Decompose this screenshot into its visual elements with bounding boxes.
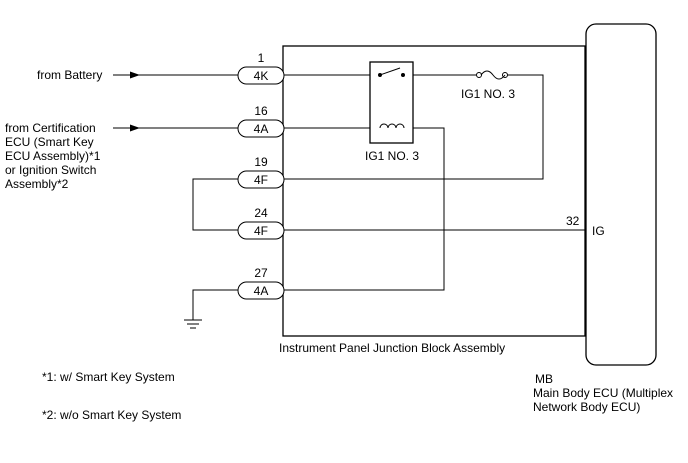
connector-label-4k: 4K (254, 69, 269, 83)
junction-block-box (282, 45, 586, 337)
relay-icon (369, 61, 414, 144)
jumper-wire-19-24 (192, 178, 238, 231)
ecu-pin-number: 32 (566, 214, 580, 228)
connector-oval-4f-24 (237, 221, 285, 240)
connector-label-4f-19: 4F (254, 173, 268, 187)
pin-number-1: 1 (258, 51, 265, 65)
connector-label-4a-16: 4A (254, 122, 269, 136)
certification-label-line-4: or Ignition Switch (5, 163, 96, 177)
certification-label-line-3: ECU Assembly)*1 (5, 149, 101, 163)
connector-oval-4f-19 (237, 170, 285, 189)
connector-oval-4k (237, 66, 285, 85)
pin-number-16: 16 (254, 104, 268, 118)
junction-block-label: Instrument Panel Junction Block Assembly (279, 341, 505, 355)
certification-wire (113, 124, 238, 132)
certification-label-line-2: ECU (Smart Key (5, 135, 94, 149)
ecu-name-line-1: Main Body ECU (Multiplex (533, 386, 673, 400)
main-body-ecu-box (585, 23, 657, 366)
certification-label-line-5: Assembly*2 (5, 177, 69, 191)
battery-arrow (130, 71, 140, 79)
pin-number-27: 27 (254, 266, 268, 280)
connector-label-4f-24: 4F (254, 224, 268, 238)
pin-number-19: 19 (254, 155, 268, 169)
certification-label-line-1: from Certification (5, 121, 96, 135)
pin-number-24: 24 (254, 206, 268, 220)
connector-oval-4a-16 (237, 119, 285, 138)
fuse-label: IG1 NO. 3 (461, 87, 515, 101)
note-2: *2: w/o Smart Key System (42, 408, 181, 422)
note-1: *1: w/ Smart Key System (42, 370, 175, 384)
ground-wire (192, 289, 238, 320)
battery-label: from Battery (37, 68, 102, 82)
fuse-output-wire (284, 74, 544, 180)
ecu-pin-name: IG (592, 224, 605, 238)
ecu-name-line-2: Network Body ECU) (533, 400, 640, 414)
ecu-code: MB (535, 372, 553, 386)
relay-label: IG1 NO. 3 (365, 149, 419, 163)
battery-wire (113, 71, 238, 79)
fuse-icon (476, 70, 508, 80)
connector-label-4a-27: 4A (254, 284, 269, 298)
ground-icon (184, 319, 202, 329)
connector-oval-4a-27 (237, 281, 285, 300)
relay-coil-wire (284, 127, 445, 291)
certification-arrow (130, 124, 140, 132)
